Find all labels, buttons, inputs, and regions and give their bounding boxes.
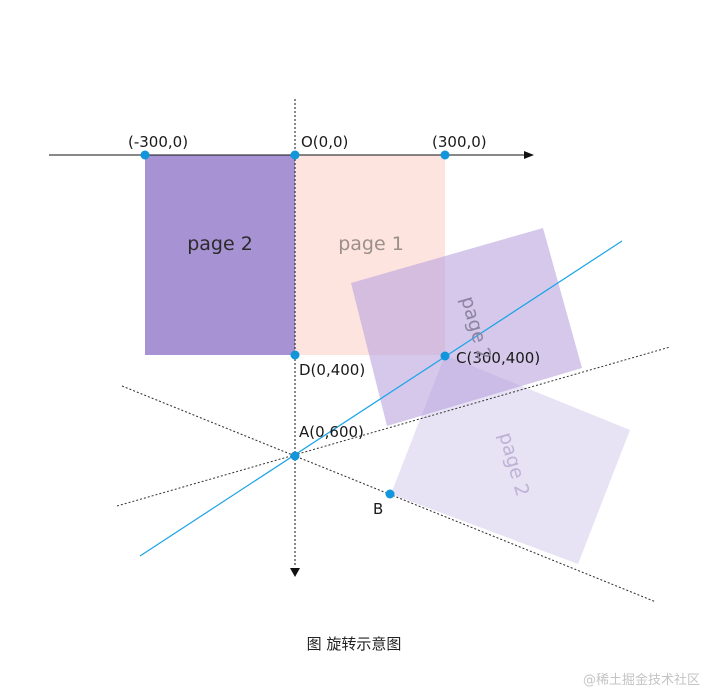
point-d [290, 350, 300, 360]
point-pos-x [440, 150, 450, 160]
label-b: B [373, 500, 383, 518]
blue-line [139, 240, 623, 557]
watermark: @稀土掘金技术社区 [583, 672, 700, 688]
page2-faint-rect [391, 355, 630, 564]
point-b [385, 489, 395, 499]
point-neg-x [140, 150, 150, 160]
label-page1: page 1 [338, 233, 404, 255]
y-axis-arrow [290, 568, 300, 577]
page2-rotated-rect [351, 228, 582, 426]
figure-caption: 图 旋转示意图 [307, 635, 402, 653]
point-origin [290, 150, 300, 160]
label-c: C(300,400) [456, 349, 540, 367]
label-origin: O(0,0) [301, 133, 348, 151]
label-page2-original: page 2 [187, 233, 253, 255]
label-neg-x: (-300,0) [128, 133, 188, 151]
point-c [440, 351, 450, 361]
label-d: D(0,400) [299, 361, 365, 379]
label-a: A(0,600) [299, 423, 364, 441]
point-a [290, 451, 300, 461]
page2-original-rect [145, 155, 295, 355]
label-pos-x: (300,0) [432, 133, 487, 151]
